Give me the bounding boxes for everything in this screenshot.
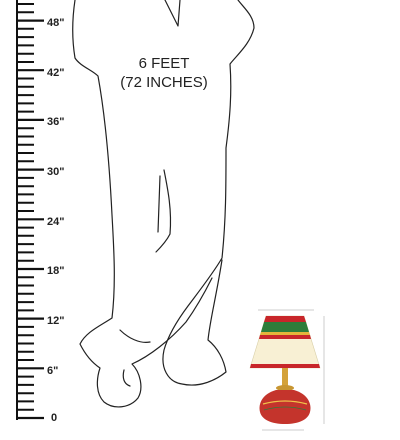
shade-band-red-mid <box>259 335 311 339</box>
lamp-stem <box>282 368 288 386</box>
shade-band-bottom <box>250 364 320 368</box>
shade-band-red-top <box>264 316 306 322</box>
shade-band-green <box>261 322 309 332</box>
shade-band-yellow <box>260 332 310 335</box>
